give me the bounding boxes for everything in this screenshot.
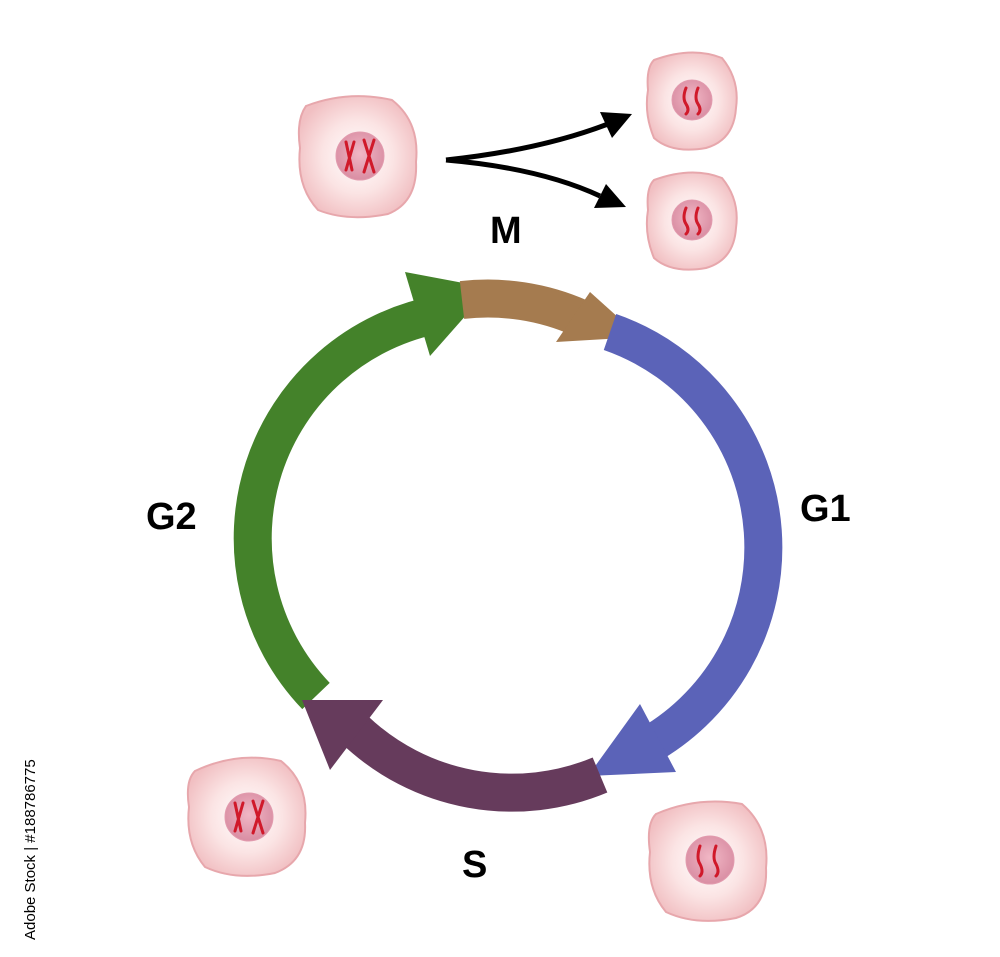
division-arrow-upper xyxy=(445,121,609,163)
g1-phase-label: G1 xyxy=(800,488,851,530)
s-phase-arrowhead xyxy=(302,700,383,770)
cell-parent-m xyxy=(297,95,418,219)
cell-daughter-bottom xyxy=(645,171,738,271)
m-phase-label: M xyxy=(490,210,522,252)
s-phase-label: S xyxy=(462,844,488,886)
m-phase-arc xyxy=(459,279,588,336)
g2-phase-label: G2 xyxy=(146,496,197,538)
g2-phase-arc xyxy=(233,295,444,710)
s-phase-arc xyxy=(341,716,608,812)
cell-after-g1 xyxy=(647,800,768,922)
division-arrow-lower-head xyxy=(594,184,626,208)
division-arrow-upper-head xyxy=(600,112,632,138)
g1-phase-arc xyxy=(603,314,783,767)
division-arrows xyxy=(445,112,632,208)
g1-phase-arrowhead xyxy=(588,704,676,776)
cell-daughter-top xyxy=(645,51,738,151)
cycle-ring xyxy=(233,272,783,812)
stock-watermark-text: Adobe Stock | #188786775 xyxy=(22,759,39,940)
division-arrow-lower xyxy=(445,157,602,199)
cell-after-g2 xyxy=(186,756,307,877)
